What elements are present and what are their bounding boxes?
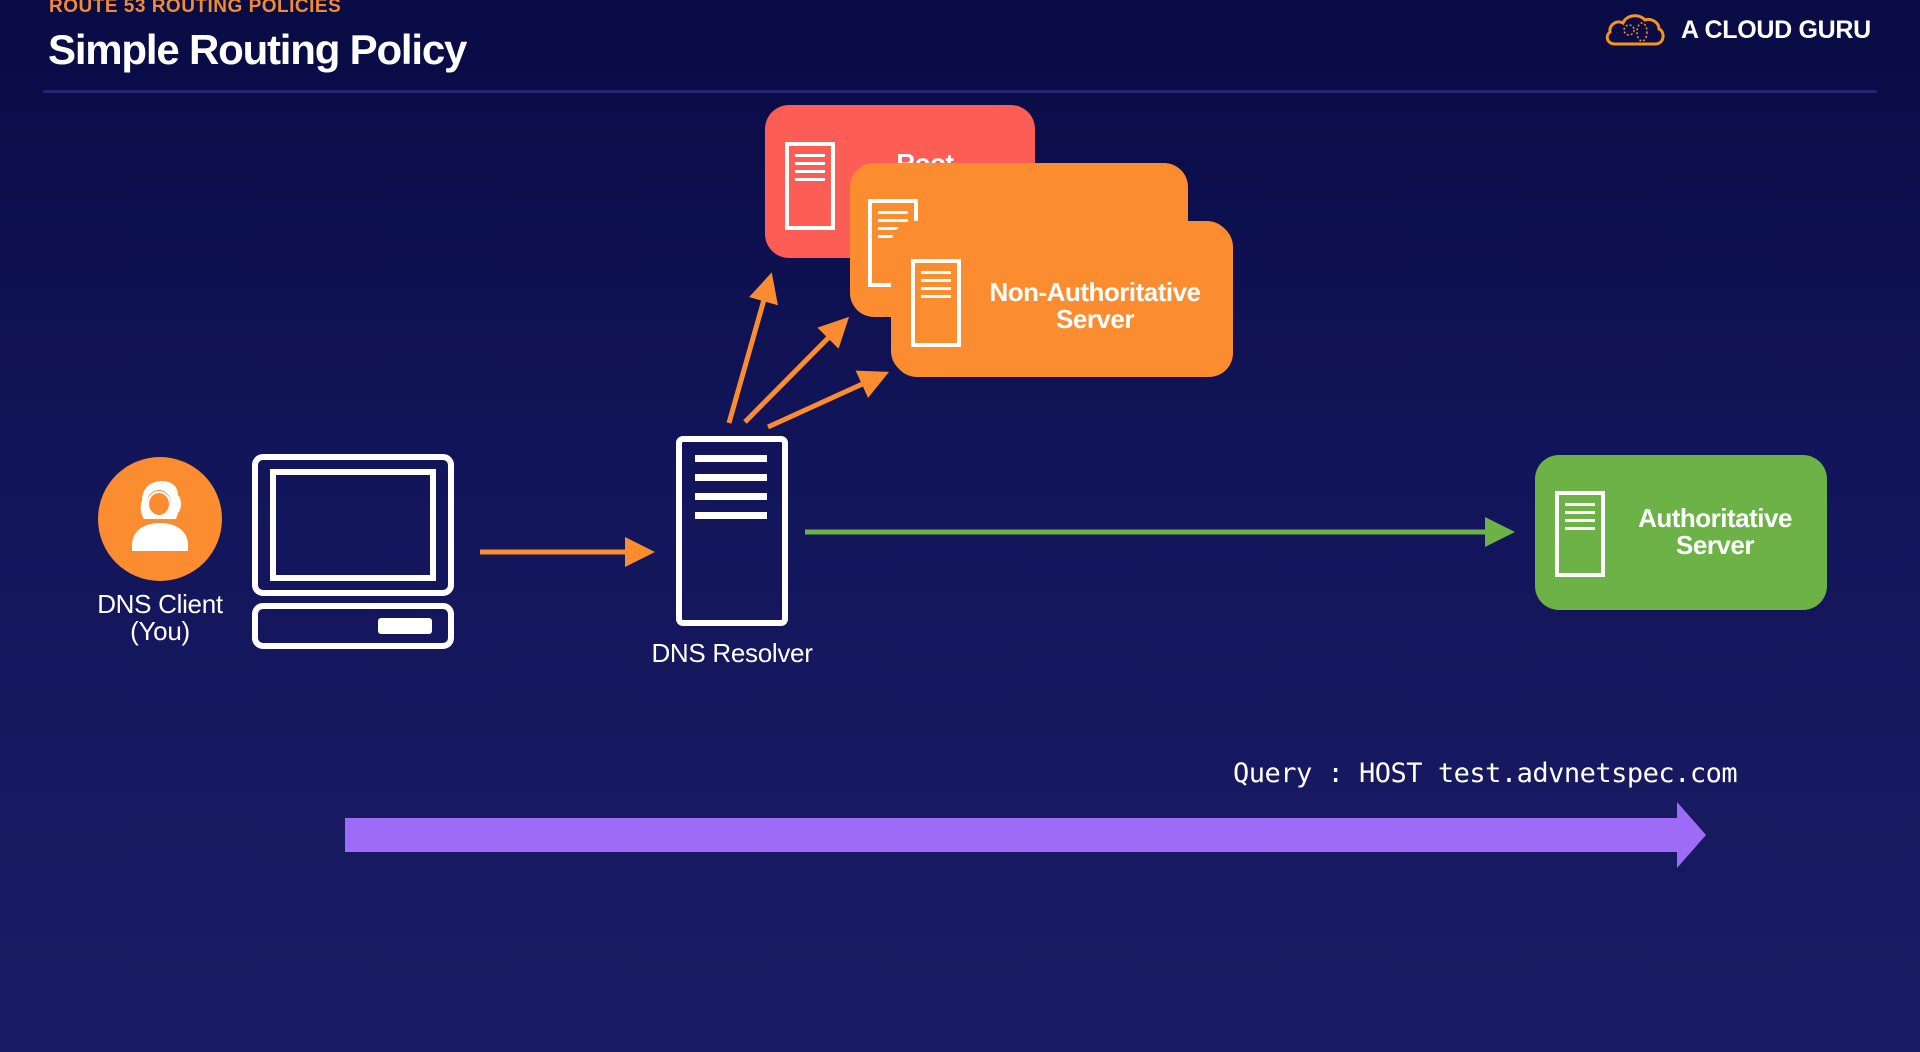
resolver-server-icon [676, 436, 788, 626]
server-icon [785, 142, 835, 230]
query-text: Query : HOST test.advnetspec.com [1233, 758, 1738, 789]
non-authoritative-server-card: Non-Authoritative Server [893, 223, 1233, 377]
resolver-label: DNS Resolver [651, 638, 813, 668]
header-divider [43, 90, 1877, 93]
authoritative-server-card: Authoritative Server [1535, 455, 1827, 610]
client-label-line2: (You) [130, 616, 190, 646]
client-label: DNS Client (You) [80, 591, 240, 645]
resolver-to-nonauth-arrow [766, 370, 890, 430]
cloud-icon [1605, 14, 1665, 46]
resolver-to-tld-arrow [743, 316, 850, 424]
resolver-to-root-arrow [726, 272, 778, 424]
authoritative-label-line1: Authoritative [1638, 503, 1792, 533]
non-authoritative-label-line2: Server [1056, 304, 1134, 334]
logo-text: A CLOUD GURU [1681, 15, 1871, 44]
non-authoritative-server-label: Non-Authoritative Server [975, 279, 1215, 333]
authoritative-label-line2: Server [1676, 530, 1754, 560]
non-authoritative-label-line1: Non-Authoritative [989, 277, 1201, 307]
page-title: Simple Routing Policy [48, 26, 467, 73]
client-label-line1: DNS Client [97, 589, 223, 619]
server-icon [911, 259, 961, 347]
desktop-computer-icon [252, 454, 454, 649]
section-kicker: ROUTE 53 ROUTING POLICIES [49, 0, 342, 17]
person-icon [98, 457, 222, 581]
brand-logo: A CLOUD GURU [1603, 10, 1871, 50]
query-direction-arrow [345, 802, 1706, 868]
authoritative-server-label: Authoritative Server [1615, 505, 1815, 559]
server-icon [1555, 491, 1605, 577]
